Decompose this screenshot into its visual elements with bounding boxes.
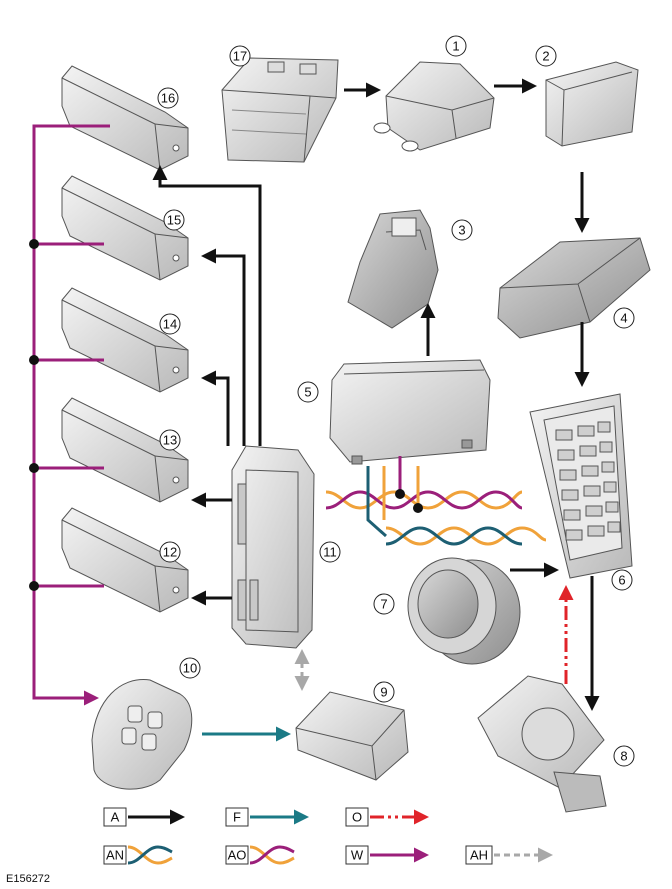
callout-6: 6 bbox=[618, 573, 625, 588]
callout-17: 17 bbox=[233, 49, 247, 64]
component-3-module bbox=[347, 209, 439, 329]
callout-15: 15 bbox=[167, 213, 181, 228]
callout-7: 7 bbox=[380, 597, 387, 612]
component-2-module bbox=[545, 61, 639, 147]
legend-box-w bbox=[345, 845, 369, 865]
component-15-module bbox=[61, 175, 189, 281]
callout-9: 9 bbox=[380, 685, 387, 700]
junction-dot bbox=[29, 463, 39, 473]
component-16-module bbox=[61, 65, 189, 171]
junction-dot bbox=[29, 355, 39, 365]
legend-label-w: W bbox=[351, 848, 364, 863]
legend-label-f: F bbox=[233, 810, 241, 825]
legend-label-ah: AH bbox=[470, 848, 488, 863]
links-a bbox=[152, 78, 600, 711]
component-17-battery bbox=[221, 57, 339, 163]
legend-box-ao bbox=[225, 845, 249, 865]
callout-14: 14 bbox=[163, 317, 177, 332]
legend: A F O AN AO W AH bbox=[103, 807, 553, 865]
callout-11: 11 bbox=[323, 545, 337, 560]
callout-8: 8 bbox=[620, 749, 627, 764]
junction-dot bbox=[29, 239, 39, 249]
callouts bbox=[157, 35, 635, 767]
callout-1: 1 bbox=[452, 39, 459, 54]
legend-line-an bbox=[127, 845, 173, 865]
callout-4: 4 bbox=[620, 311, 627, 326]
component-1-junction bbox=[373, 61, 495, 152]
reference-code: E156272 bbox=[6, 873, 50, 885]
junction-dot bbox=[29, 581, 39, 591]
legend-label-ao: AO bbox=[228, 848, 247, 863]
component-4-module bbox=[497, 237, 651, 339]
component-6-fusebox bbox=[529, 393, 633, 579]
component-8-module bbox=[477, 675, 607, 813]
network-junction-dot bbox=[395, 489, 405, 499]
legend-box-o bbox=[345, 807, 369, 827]
callout-10: 10 bbox=[183, 661, 197, 676]
component-12-module bbox=[61, 507, 189, 613]
legend-box-an bbox=[103, 845, 127, 865]
legend-line-ao bbox=[249, 845, 295, 865]
callout-16: 16 bbox=[161, 91, 175, 106]
callout-2: 2 bbox=[542, 49, 549, 64]
component-11-module bbox=[231, 445, 315, 649]
legend-box-a bbox=[103, 807, 127, 827]
bus-junctions bbox=[29, 239, 39, 591]
network-junction-dot bbox=[413, 503, 423, 513]
link-w-bus bbox=[32, 124, 110, 706]
component-10-key-fob bbox=[91, 679, 193, 790]
legend-box-f bbox=[225, 807, 249, 827]
component-14-module bbox=[61, 287, 189, 393]
callout-12: 12 bbox=[163, 545, 177, 560]
component-5-cluster bbox=[329, 359, 491, 465]
callout-13: 13 bbox=[163, 433, 177, 448]
legend-label-an: AN bbox=[106, 848, 124, 863]
legend-label-o: O bbox=[352, 810, 362, 825]
legend-label-a: A bbox=[111, 810, 120, 825]
callout-3: 3 bbox=[458, 223, 465, 238]
component-7-start-button bbox=[407, 557, 521, 665]
callout-5: 5 bbox=[304, 385, 311, 400]
twisted-pair-networks bbox=[325, 456, 547, 546]
legend-box-ah bbox=[465, 845, 493, 865]
component-9-module bbox=[295, 691, 409, 781]
component-13-module bbox=[61, 397, 189, 503]
